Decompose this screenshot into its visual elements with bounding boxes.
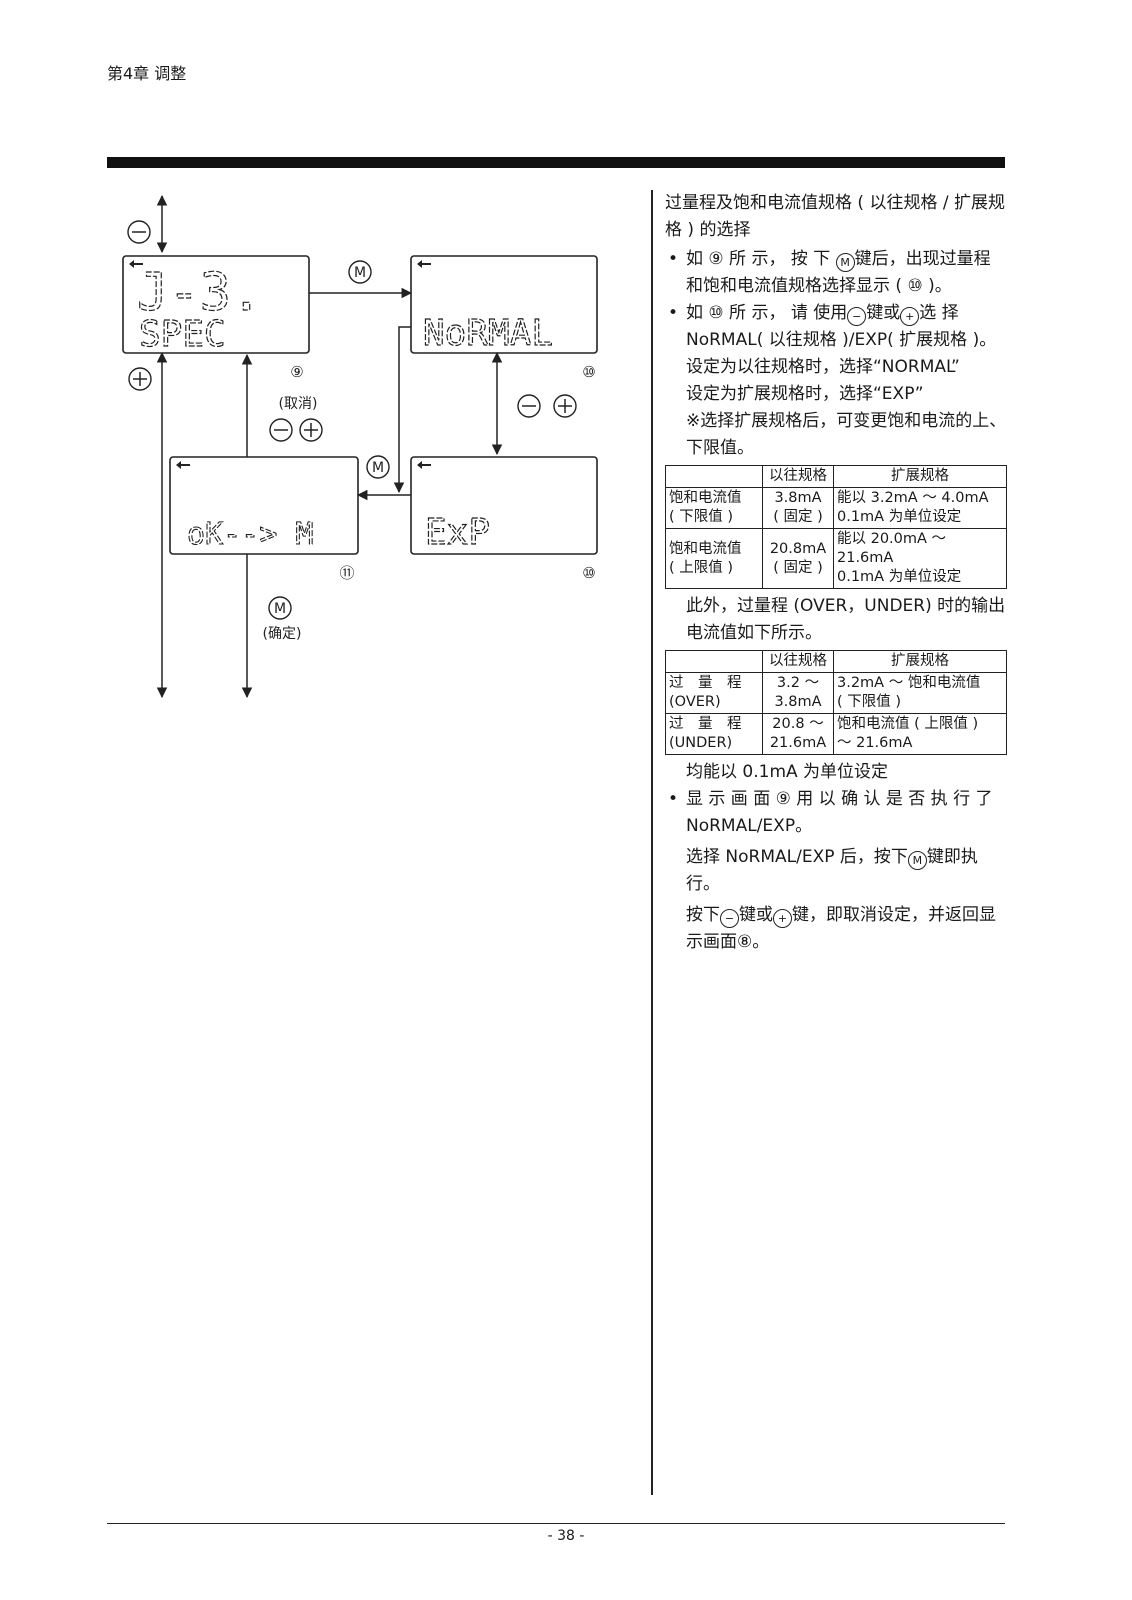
label-11: ⑪ [339, 564, 354, 582]
header-bar [107, 157, 1005, 168]
footer-rule [107, 1523, 1005, 1524]
minus-key-icon: − [847, 307, 867, 326]
table-header-row: 以往规格 扩展规格 [665, 465, 1007, 488]
lcd-spec-bottom: SPEC [139, 314, 226, 355]
plus-key-icon: + [900, 307, 920, 326]
saturation-table: 以往规格 扩展规格 饱和电流值 ( 下限值 ) 3.8mA ( 固定 ) 能以 … [665, 465, 1007, 589]
lcd-screen-10-normal: NoRMAL [410, 255, 598, 355]
lcd-ok-text: oK--> M [187, 517, 313, 552]
m-key-icon-3: M [268, 596, 292, 620]
lcd-normal-text: NoRMAL [423, 313, 553, 354]
minus-key-icon: − [720, 909, 739, 928]
column-divider [651, 190, 653, 1495]
cancel-plus-icon [299, 418, 323, 442]
svg-text:M: M [354, 265, 366, 281]
page-number: - 38 - [547, 1528, 585, 1544]
exp-line: 设定为扩展规格时，选择“EXP” [686, 384, 924, 404]
lcd-screen-11: oK--> M [169, 456, 359, 555]
svg-text:M: M [372, 460, 384, 476]
bullet-3: •显 示 画 面 ⑨ 用 以 确 认 是 否 执 行 了 NoRMAL/EXP。 [668, 789, 993, 836]
table-header-row: 以往规格 扩展规格 [665, 650, 1007, 673]
right-column: 过量程及饱和电流值规格 ( 以往规格 / 扩展规格 ) 的选择 •如 ⑨ 所 示… [665, 190, 1007, 956]
m-key-icon: M [835, 253, 855, 272]
lcd-screen-9: J-3. SPEC [122, 255, 310, 356]
label-9: ⑨ [290, 363, 303, 381]
lcd-flow-diagram: J-3. SPEC NoRMAL M ⑨ ⑩ (取消) oK- [122, 194, 598, 699]
cancel-label: (取消) [279, 396, 318, 412]
after-table-text: 均能以 0.1mA 为单位设定 [686, 762, 889, 782]
lcd-screen-10-exp: ExP [410, 456, 598, 555]
lcd-spec-top: J-3. [137, 263, 262, 323]
label-10-top: ⑩ [582, 363, 595, 381]
m-key-icon-2: M [366, 455, 390, 479]
toggle-minus-icon [517, 394, 541, 418]
chapter-header: 第4章 调整 [107, 64, 187, 83]
table-row: 饱和电流值 ( 下限值 ) 3.8mA ( 固定 ) 能以 3.2mA ～ 4.… [665, 487, 1007, 529]
plus-key-icon: + [773, 909, 792, 928]
between-text: 此外，过量程 (OVER，UNDER) 时的输出电流值如下所示。 [686, 596, 1006, 643]
bullet-2: •如 ⑩ 所 示， 请 使用−键或+选 择 NoRMAL( 以往规格 )/EXP… [668, 303, 997, 350]
cancel-minus-icon [269, 418, 293, 442]
svg-text:M: M [274, 601, 286, 617]
section-title: 过量程及饱和电流值规格 ( 以往规格 / 扩展规格 ) 的选择 [665, 193, 1005, 240]
table-row: 饱和电流值 ( 上限值 ) 20.8mA ( 固定 ) 能以 20.0mA ～ … [665, 528, 1007, 589]
overrange-table: 以往规格 扩展规格 过 量 程 (OVER) 3.2 ～ 3.8mA 3.2mA… [665, 650, 1007, 755]
normal-line: 设定为以往规格时，选择“NORMAL” [686, 357, 960, 377]
label-10-bottom: ⑩ [582, 564, 595, 582]
m-key-icon: M [348, 260, 372, 284]
note: ※选择扩展规格后，可变更饱和电流的上、下限值。 [686, 411, 1007, 458]
table-row: 过 量 程 (UNDER) 20.8 ～ 21.6mA 饱和电流值 ( 上限值 … [665, 713, 1007, 755]
toggle-plus-icon [553, 394, 577, 418]
table-row: 过 量 程 (OVER) 3.2 ～ 3.8mA 3.2mA ～ 饱和电流值 (… [665, 672, 1007, 714]
confirm-label: (确定) [263, 626, 302, 642]
arrow-normal-down [393, 326, 411, 494]
plus-key-icon [128, 367, 152, 391]
lcd-exp-text: ExP [425, 512, 490, 553]
minus-key-icon [127, 220, 151, 244]
cancel-text: 按下−键或+键，即取消设定，并返回显示画面⑧。 [686, 905, 996, 952]
m-key-icon: M [907, 851, 927, 870]
